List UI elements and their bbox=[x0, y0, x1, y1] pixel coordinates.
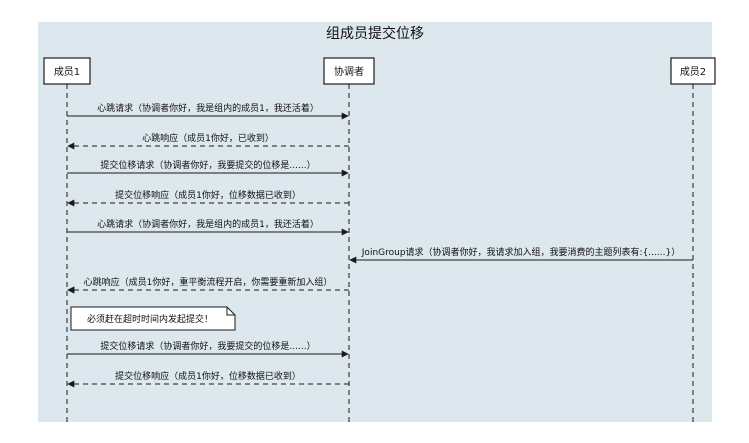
participants-layer: 成员1 协调者 成员2 bbox=[43, 57, 716, 422]
message-label-4: 提交位移响应（成员1你好，位移数据已收到） bbox=[115, 189, 301, 201]
note: 必须赶在超时时间内发起提交！ bbox=[70, 306, 236, 331]
note-shape bbox=[70, 306, 236, 331]
message-label-3: 提交位移请求（协调者你好，我要提交的位移是......） bbox=[100, 159, 315, 171]
note-text: 必须赶在超时时间内发起提交！ bbox=[87, 313, 213, 325]
participant-box-coordinator bbox=[323, 57, 375, 85]
note-fold bbox=[226, 307, 235, 316]
message-label-2: 心跳响应（成员1你好，已收到） bbox=[142, 132, 274, 144]
participant-label-member2: 成员2 bbox=[680, 66, 706, 78]
message-label-6: JoinGroup请求（协调者你好，我请求加入组，我要消费的主题列表有:{...… bbox=[361, 246, 680, 258]
message-label-5: 心跳请求（协调者你好，我是组内的成员1，我还活着） bbox=[97, 218, 319, 230]
participant-label-coordinator: 协调者 bbox=[334, 65, 364, 78]
participant-box-member1 bbox=[43, 57, 91, 85]
participant-label-member1: 成员1 bbox=[54, 66, 80, 78]
message-label-10: 提交位移响应（成员1你好，位移数据已收到） bbox=[115, 370, 301, 382]
participant-box-member2 bbox=[670, 57, 716, 85]
messages-layer: 心跳请求（协调者你好，我是组内的成员1，我还活着） 心跳响应（成员1你好，已收到）… bbox=[67, 102, 693, 388]
message-label-7: 心跳响应（成员1你好，重平衡流程开启，你需要重新加入组） bbox=[84, 276, 333, 288]
diagram-title: 组成员提交位移 bbox=[326, 25, 424, 42]
message-label-9: 提交位移请求（协调者你好，我要提交的位移是......） bbox=[100, 340, 315, 352]
diagram-background bbox=[38, 22, 712, 422]
message-label-1: 心跳请求（协调者你好，我是组内的成员1，我还活着） bbox=[97, 102, 319, 114]
